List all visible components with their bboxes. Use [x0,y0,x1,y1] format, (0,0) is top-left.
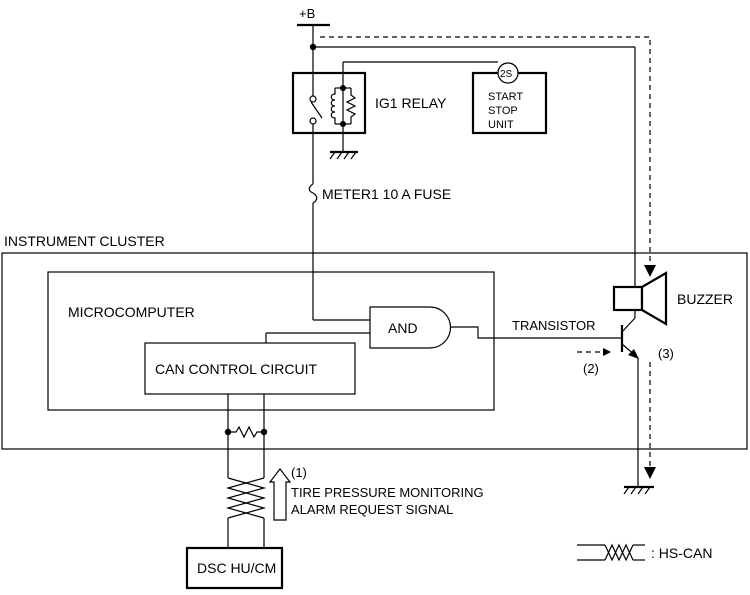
twisted-pair [225,477,267,519]
ig1-relay-box [291,71,367,135]
fuse-symbol [308,183,318,204]
signal-label: ALARM REQUEST SIGNAL [291,502,453,517]
relay-switch-blade [310,101,323,119]
instrument-cluster-label: INSTRUMENT CLUSTER [4,233,165,249]
start-stop-label: UNIT [488,119,514,131]
base-current-arrowhead [603,348,611,356]
relay-switch-contact [309,95,317,103]
buzzer-cone [640,271,668,326]
step-1-label: (1) [291,465,307,480]
can-control-circuit-label: CAN CONTROL CIRCUIT [155,361,317,377]
ground-hatch [329,151,357,160]
current-flow-arrowhead [644,467,656,479]
signal-label: TIRE PRESSURE MONITORING [291,485,484,500]
and-to-transistor-wire [451,326,622,339]
terminating-resistor [228,425,264,439]
transistor-label: TRANSISTOR [512,318,596,333]
ground-hatch [623,486,651,495]
dsc-hu-cm-label: DSC HU/CM [197,560,276,576]
start-stop-label: START [488,91,523,103]
terminal-2s [497,62,519,84]
microcomputer-label: MICROCOMPUTER [68,304,195,320]
and-gate-label: AND [388,320,418,336]
supply-label: +B [299,6,315,21]
dsc-hu-cm-box [185,546,284,590]
step-3-label: (3) [658,346,674,361]
buzzer-body [612,285,644,312]
and-gate [369,306,452,349]
microcomputer-box [47,271,495,411]
ig1-relay-label: IG1 RELAY [375,95,447,111]
start-stop-label: STOP [488,105,518,117]
transistor-collector [621,317,636,333]
instrument-cluster-box [1,252,748,450]
fuse-label: METER1 10 A FUSE [322,186,451,202]
signal-up-arrow [268,468,292,521]
terminal-2s-label: 2S [500,69,513,80]
step-2-label: (2) [583,361,599,376]
legend-hs-can [577,543,645,562]
relay-coil [330,88,336,124]
twisted-pair [225,477,267,519]
can-control-circuit-box [144,342,356,395]
legend-hs-can-label: : HS-CAN [651,545,712,561]
relay-resistor [345,88,357,124]
current-flow-arrowhead [644,265,656,277]
buzzer-label: BUZZER [677,291,733,307]
relay-switch-contact [309,117,317,125]
transistor-emitter-arrow [628,349,639,359]
current-flow-arrow [320,36,651,272]
